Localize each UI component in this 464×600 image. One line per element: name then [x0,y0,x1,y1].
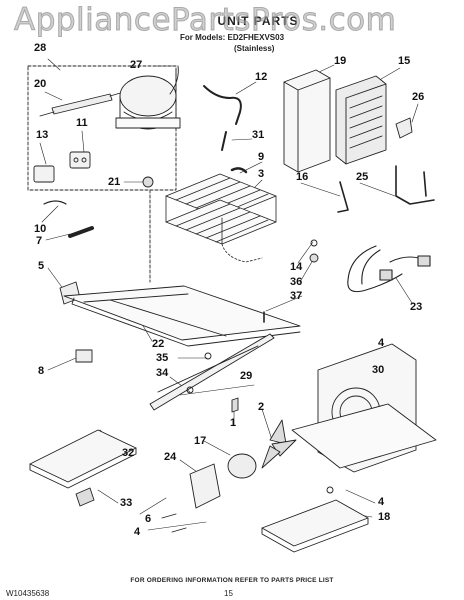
tube-drawing [203,85,242,125]
relay-drawing [69,151,91,169]
callout-24: 24 [164,451,177,463]
callout-4-bottom: 4 [134,526,141,538]
callout-17: 17 [194,435,207,447]
callout-22: 22 [152,338,165,350]
shroud-drawing [283,69,331,173]
callout-28: 28 [34,42,47,54]
callout-3: 3 [258,168,265,180]
callout-5: 5 [38,260,45,272]
callout-2: 2 [258,401,265,413]
callout-4-right: 4 [378,496,385,508]
condenser-coil-drawing [165,173,277,263]
cover-drawing [33,165,55,183]
page-number: 15 [224,589,233,598]
ordering-note: FOR ORDERING INFORMATION REFER TO PARTS … [130,577,334,584]
callout-12: 12 [255,71,268,83]
callout-19: 19 [334,55,347,67]
callout-34: 34 [156,367,169,379]
evaporator-drawing [335,75,387,165]
callout-26: 26 [412,91,425,103]
finish-label: (Stainless) [234,44,275,53]
callout-33: 33 [120,497,133,509]
callout-1: 1 [230,417,237,429]
callout-18: 18 [378,511,391,523]
callout-32: 32 [122,447,135,459]
callout-16: 16 [296,171,309,183]
callout-8: 8 [38,365,45,377]
callout-31: 31 [252,129,265,141]
callout-25: 25 [356,171,369,183]
model-line: For Models: ED2FHEXVS03 [180,33,285,42]
callout-10: 10 [34,223,47,235]
callout-4-top: 4 [378,337,385,349]
fan-blade-drawing [261,419,297,469]
callout-9: 9 [258,151,265,163]
callout-6: 6 [145,513,152,525]
callout-7: 7 [36,235,43,247]
callout-37: 37 [290,290,303,302]
callout-13: 13 [36,129,49,141]
defrost-pan-drawing [261,499,369,553]
callout-11: 11 [76,117,88,129]
callout-21: 21 [108,176,121,188]
page-title: UNIT PARTS [217,14,299,28]
document-number: W10435638 [6,589,50,598]
callout-36: 36 [290,276,303,288]
callout-30: 30 [372,364,385,376]
callout-20: 20 [34,78,47,90]
callout-15: 15 [398,55,411,67]
wire-harness-drawing [347,245,431,293]
callout-23: 23 [410,301,423,313]
callout-29: 29 [240,370,253,382]
compressor-drawing [115,65,181,188]
base-frame-drawing [63,285,301,347]
callout-14: 14 [290,261,303,273]
callout-27: 27 [130,59,143,71]
drain-pan-drawing [29,429,137,489]
callout-35: 35 [156,352,169,364]
